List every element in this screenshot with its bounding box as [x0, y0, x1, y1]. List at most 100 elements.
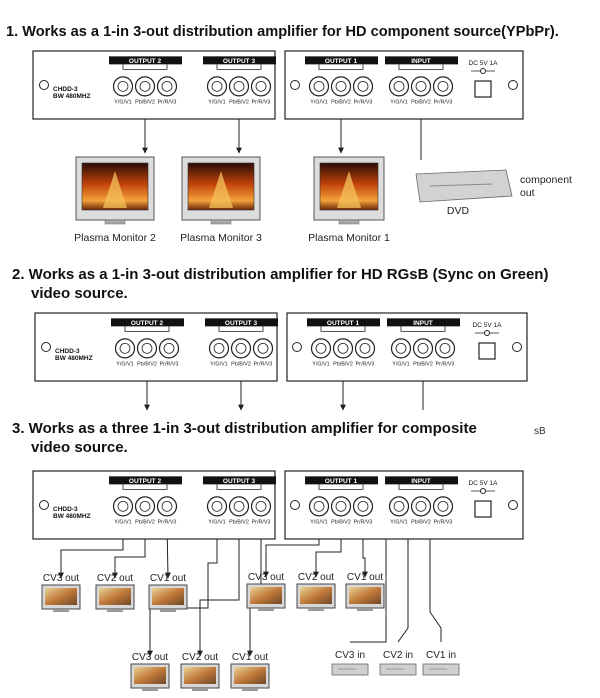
- bnc-jack: [308, 76, 330, 97]
- monitor-label: Plasma Monitor 3: [180, 232, 262, 244]
- jack-label: Pr/R/V3: [434, 99, 453, 105]
- tv-stand: [160, 609, 176, 612]
- tv-top-5: CV1 out: [345, 572, 385, 611]
- bnc-jack-inner: [213, 342, 225, 354]
- tv-label: CV1 out: [150, 573, 186, 584]
- player-label: CV2 in: [383, 650, 413, 661]
- bnc-jack: [410, 76, 432, 97]
- model-label: CHDD-3: [53, 86, 78, 93]
- player-label: CV1 in: [426, 650, 456, 661]
- plasma-monitor-1: Plasma Monitor 1: [308, 156, 390, 244]
- tv-bottom-1: CV2 out: [180, 652, 220, 691]
- section3-right-unit-input-label-bar: [385, 476, 458, 485]
- polarity-icon: [484, 330, 490, 336]
- bnc-jack-inner: [161, 80, 173, 92]
- mount-hole: [290, 80, 300, 90]
- screen-image: [103, 171, 127, 208]
- bnc-jack: [412, 338, 434, 359]
- section2-right-unit-output1-label-bar: [307, 318, 380, 327]
- bnc-jack-inner: [415, 80, 427, 92]
- bnc-jack: [252, 338, 274, 359]
- power-jack-icon: [474, 80, 492, 98]
- bnc-jack-inner: [417, 342, 429, 354]
- monitor-stand: [210, 219, 232, 225]
- section2-left-unit-output2-bracket: [124, 326, 170, 332]
- section2-left-unit-output2-label: OUTPUT 2: [131, 320, 164, 327]
- jack-label: Y/G/V1: [208, 519, 225, 525]
- bnc-jack-inner: [233, 500, 245, 512]
- mount-hole: [290, 500, 300, 510]
- model-label: CHDD-3: [53, 506, 78, 513]
- power-jack-icon: [474, 500, 492, 518]
- cv1-in-cable: [427, 523, 442, 642]
- source-player-0: CV3 in: [331, 650, 369, 676]
- tv-stand: [242, 688, 258, 691]
- jack-label: Pr/R/V3: [160, 361, 179, 367]
- section3-right-unit-input-label: INPUT: [411, 478, 431, 485]
- jack-label: Pb/B/V2: [135, 99, 155, 105]
- bnc-jack-inner: [141, 342, 153, 354]
- section3-left-unit-output2-label-bar: [109, 476, 182, 485]
- section3-left-unit-output3-label: OUTPUT 3: [223, 478, 256, 485]
- tv-stand: [192, 688, 208, 691]
- section3-left-unit-output3-bracket: [216, 484, 262, 490]
- player-body: [422, 663, 460, 676]
- source-player-2: CV1 in: [422, 650, 460, 676]
- jack-label: Y/G/V1: [310, 519, 327, 525]
- tv-top-1: CV2 out: [95, 573, 135, 612]
- power-label: DC 5V 1A: [473, 322, 503, 329]
- mount-hole: [508, 500, 518, 510]
- player-body: [331, 663, 369, 676]
- tv-top-3: CV3 out: [246, 572, 286, 611]
- bnc-jack-inner: [415, 500, 427, 512]
- bnc-jack-inner: [257, 342, 269, 354]
- section3-left-unit-output3-label-bar: [203, 476, 276, 485]
- bnc-jack-inner: [393, 80, 405, 92]
- bnc-jack: [134, 496, 156, 517]
- bnc-jack: [352, 496, 374, 517]
- bnc-jack-inner: [437, 80, 449, 92]
- section3-heading-line2: video source.: [31, 439, 128, 456]
- section1-left-unit-output3-label: OUTPUT 3: [223, 58, 256, 65]
- bnc-jack: [388, 496, 410, 517]
- section2-right-unit-input-label: INPUT: [413, 320, 433, 327]
- dvd-body: [415, 169, 513, 203]
- power-label: DC 5V 1A: [469, 60, 499, 67]
- tv-screen: [349, 587, 381, 604]
- jack-label: Pr/R/V3: [252, 519, 271, 525]
- mount-hole: [39, 500, 49, 510]
- tv-label: CV2 out: [97, 573, 133, 584]
- tv-screen: [99, 588, 131, 605]
- tv-stand: [357, 608, 373, 611]
- tv-label: CV3 out: [132, 652, 168, 663]
- jack-label: Pr/R/V3: [436, 361, 455, 367]
- section2-right-unit-input-label-bar: [387, 318, 460, 327]
- section1-left-unit-output2-label-bar: [109, 56, 182, 65]
- component-out-label-2: out: [520, 187, 535, 199]
- bnc-jack-inner: [335, 80, 347, 92]
- jack-label: Y/G/V1: [392, 361, 409, 367]
- tv-screen: [45, 588, 77, 605]
- jack-label: Y/G/V1: [208, 99, 225, 105]
- jack-label: Pr/R/V3: [158, 99, 177, 105]
- tv-screen: [300, 587, 332, 604]
- mount-hole: [508, 80, 518, 90]
- power-label: DC 5V 1A: [469, 480, 499, 487]
- bnc-jack: [136, 338, 158, 359]
- tv-stand: [142, 688, 158, 691]
- plasma-monitor-2: Plasma Monitor 2: [74, 156, 156, 244]
- tv-label: CV1 out: [347, 572, 383, 583]
- bnc-jack-inner: [255, 500, 267, 512]
- monitor-label: Plasma Monitor 1: [308, 232, 390, 244]
- section3-heading-line1: 3. Works as a three 1-in 3-out distribut…: [12, 420, 477, 437]
- section2-right-unit-output1-label: OUTPUT 1: [327, 320, 360, 327]
- bnc-jack: [388, 76, 410, 97]
